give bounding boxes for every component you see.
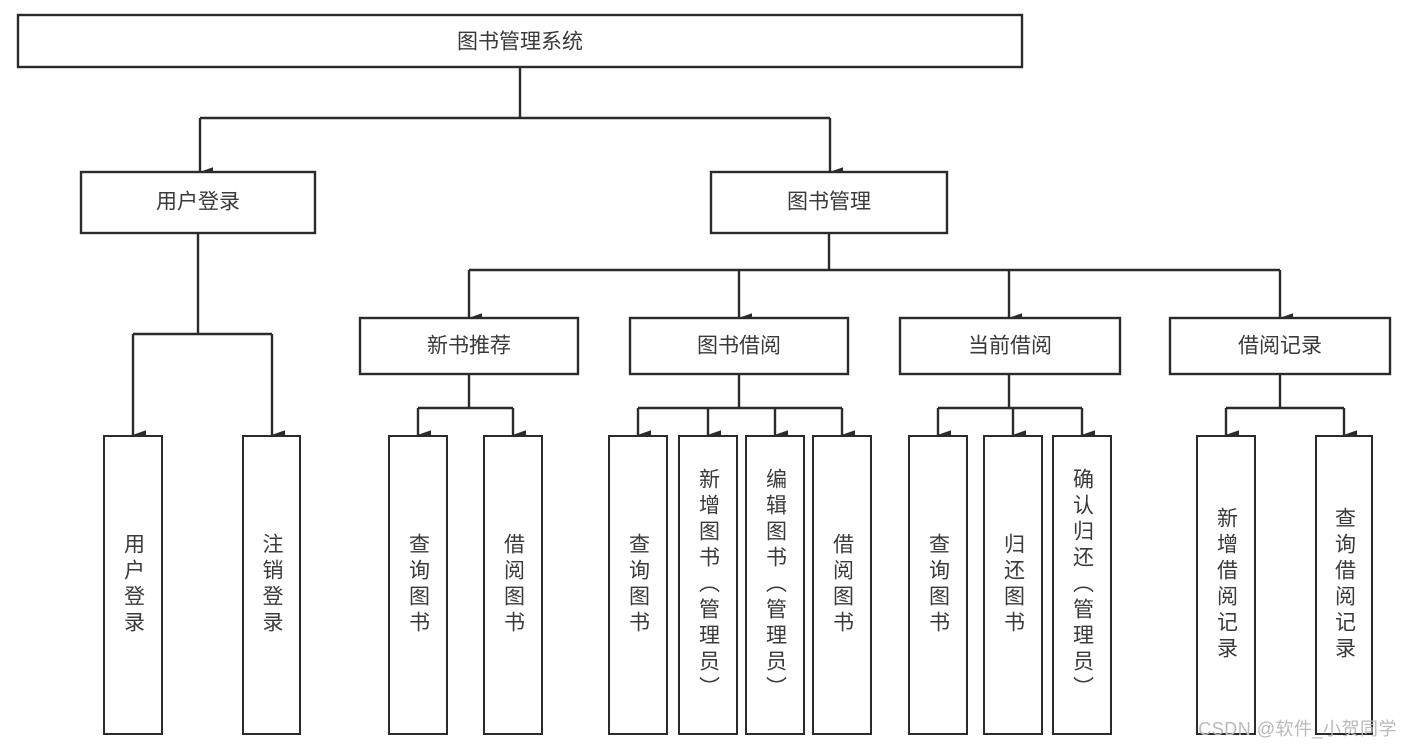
connector-group-book-manage (467, 233, 1293, 323)
node-borrow-record[interactable]: 借阅记录 (1168, 316, 1392, 376)
node-leaf-query-book-3[interactable]: 查询图书 (908, 435, 968, 735)
node-book-borrow[interactable]: 图书借阅 (628, 316, 850, 376)
connector-group-user-login (131, 233, 285, 440)
node-leaf-user-login[interactable]: 用户登录 (103, 435, 163, 735)
node-leaf-borrow-book-1[interactable]: 借阅图书 (483, 435, 543, 735)
node-new-book-recommend-label: 新书推荐 (427, 335, 511, 358)
connector-group-current-borrow (936, 374, 1095, 440)
node-leaf-query-record[interactable]: 查询借阅记录 (1315, 435, 1373, 735)
node-leaf-query-book-1[interactable]: 查询图书 (388, 435, 448, 735)
node-leaf-return-book[interactable]: 归还图书 (983, 435, 1043, 735)
node-current-borrow[interactable]: 当前借阅 (898, 316, 1122, 376)
node-leaf-add-record-label: 新增借阅记录 (1214, 507, 1238, 663)
node-leaf-query-book-1-label: 查询图书 (406, 533, 430, 637)
node-leaf-return-book-label: 归还图书 (1001, 533, 1025, 637)
node-leaf-query-record-label: 查询借阅记录 (1332, 507, 1356, 663)
node-user-login-box[interactable] (79, 170, 317, 235)
node-book-manage[interactable]: 图书管理 (709, 170, 949, 235)
node-leaf-add-book[interactable]: 新增图书（管理员） (678, 435, 738, 735)
node-book-borrow-box[interactable] (628, 316, 850, 376)
node-current-borrow-label: 当前借阅 (968, 335, 1052, 358)
node-leaf-borrow-book-2[interactable]: 借阅图书 (812, 435, 872, 735)
node-book-borrow-label: 图书借阅 (697, 335, 781, 358)
node-leaf-query-book-2-label: 查询图书 (626, 533, 650, 637)
node-leaf-add-record[interactable]: 新增借阅记录 (1196, 435, 1256, 735)
node-leaf-user-login-label: 用户登录 (121, 533, 145, 637)
node-book-manage-label: 图书管理 (787, 191, 871, 214)
node-user-login-label: 用户登录 (156, 191, 240, 214)
node-book-manage-box[interactable] (709, 170, 949, 235)
node-leaf-logout-login-label: 注销登录 (260, 533, 283, 637)
node-leaf-borrow-book-1-label: 借阅图书 (501, 533, 525, 637)
connector-group-new-book-recommend (416, 374, 526, 440)
node-leaf-logout-login[interactable]: 注销登录 (242, 435, 301, 735)
node-leaf-query-book-3-label: 查询图书 (926, 533, 950, 637)
node-root-label: 图书管理系统 (457, 31, 583, 54)
node-leaf-confirm-return[interactable]: 确认归还（管理员） (1052, 435, 1112, 735)
node-leaf-edit-book[interactable]: 编辑图书（管理员） (745, 435, 805, 735)
node-user-login[interactable]: 用户登录 (79, 170, 317, 235)
node-leaf-confirm-return-label: 确认归还（管理员） (1070, 468, 1094, 702)
node-root-box[interactable] (16, 13, 1024, 69)
node-borrow-record-box[interactable] (1168, 316, 1392, 376)
connector-group-borrow-record (1224, 374, 1357, 440)
node-leaf-add-book-label: 新增图书（管理员） (696, 468, 720, 702)
node-new-book-recommend-box[interactable] (358, 316, 580, 376)
connector-group-root (198, 67, 843, 177)
node-root[interactable]: 图书管理系统 (16, 13, 1024, 69)
node-leaf-borrow-book-2-label: 借阅图书 (830, 533, 854, 637)
connector-group-book-borrow (636, 374, 855, 440)
node-new-book-recommend[interactable]: 新书推荐 (358, 316, 580, 376)
node-current-borrow-box[interactable] (898, 316, 1122, 376)
node-leaf-edit-book-label: 编辑图书（管理员） (763, 468, 787, 702)
node-leaf-query-book-2[interactable]: 查询图书 (608, 435, 668, 735)
node-borrow-record-label: 借阅记录 (1238, 335, 1322, 358)
